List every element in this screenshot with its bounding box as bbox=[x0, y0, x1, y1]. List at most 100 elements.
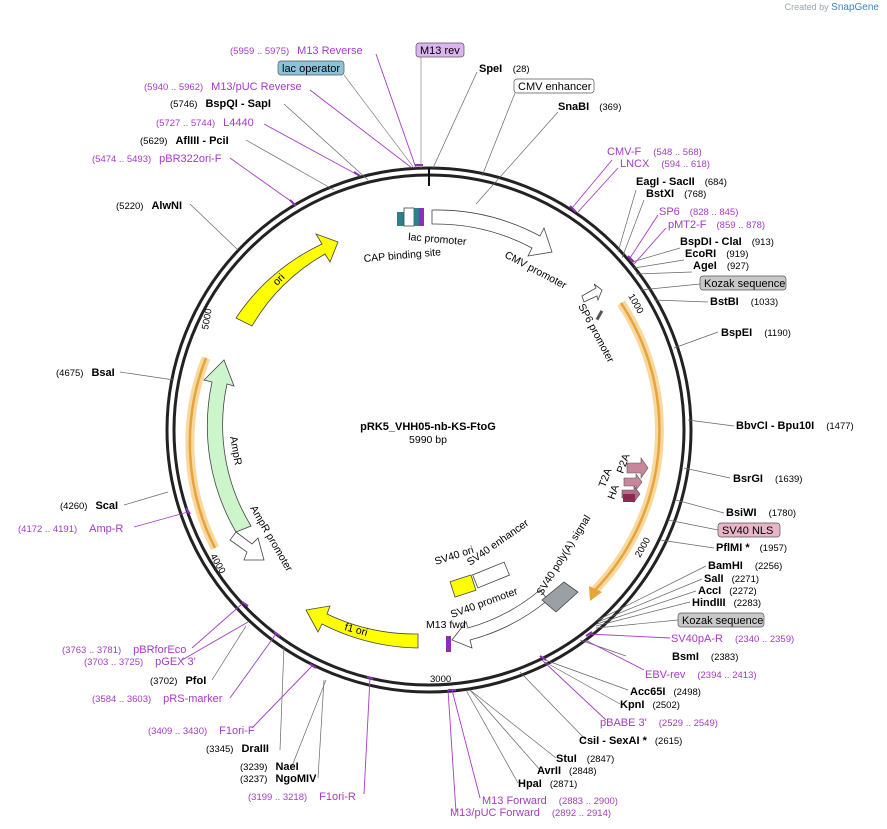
site-bbvci-suffix: - Bpu10I bbox=[768, 420, 814, 432]
primer-amp-r-name: Amp-R bbox=[89, 523, 123, 535]
primer-f1ori-r-name: F1ori-R bbox=[319, 791, 356, 803]
plasmid-name: pRK5_VHH05-nb-KS-FtoG bbox=[360, 421, 496, 433]
site-eagi-name: EagI bbox=[636, 176, 659, 188]
svg-text:SnaBI(369): SnaBI(369) bbox=[558, 101, 621, 113]
primer-m13puc-reverse-name: M13/pUC Reverse bbox=[211, 81, 301, 93]
site-agei-pos: (927) bbox=[727, 261, 749, 272]
site-bspdi-name: BspDI bbox=[680, 236, 712, 248]
svg-text:(3237)NgoMIV: (3237)NgoMIV bbox=[240, 773, 317, 785]
primer-sp6-name: SP6 bbox=[659, 206, 680, 218]
site-drai-pos: (3345) bbox=[206, 744, 233, 755]
f1-ori-label: f1 ori bbox=[343, 621, 369, 639]
svg-text:(5940 .. 5962)M13/pUC Reverse: (5940 .. 5962)M13/pUC Reverse bbox=[144, 81, 302, 93]
t2a-feature bbox=[626, 457, 649, 479]
tick-5000: 5000 bbox=[200, 308, 215, 331]
svg-text:BsiWI(1780): BsiWI(1780) bbox=[726, 507, 796, 519]
primer-f1ori-f-pos: (3409 .. 3430) bbox=[148, 726, 207, 737]
svg-text:HindIII(2283): HindIII(2283) bbox=[692, 597, 761, 609]
site-bamhi-pos: (2256) bbox=[755, 561, 782, 572]
svg-text:SalI(2271): SalI(2271) bbox=[704, 573, 759, 585]
primer-l4440-name: L4440 bbox=[223, 117, 254, 129]
primer-pmt2-name: pMT2-F bbox=[668, 219, 707, 231]
site-pfoi-name: PfoI bbox=[185, 675, 206, 687]
sp6-promoter-label: SP6 promoter bbox=[575, 302, 616, 365]
svg-text:StuI(2847): StuI(2847) bbox=[556, 753, 614, 765]
site-hpai-name: HpaI bbox=[518, 778, 542, 790]
site-bstbi-pos: (1033) bbox=[751, 297, 778, 308]
svg-text:(3199 .. 3218)F1ori-R: (3199 .. 3218) F1ori-R bbox=[248, 791, 356, 803]
site-pflmi-pos: (1957) bbox=[760, 543, 787, 554]
sv40-ori-feature bbox=[449, 574, 477, 598]
primer-pbr322ori-name: pBR322ori-F bbox=[159, 153, 222, 165]
primer-cmv-f-name: CMV-F bbox=[607, 146, 642, 158]
primer-pgex3-pos: (3703 .. 3725) bbox=[84, 657, 143, 668]
svg-text:BbvCI - Bpu10I(1477): BbvCI - Bpu10I(1477) bbox=[736, 420, 854, 432]
site-aflii-suffix: - PciI bbox=[199, 135, 228, 147]
site-bsiwi-pos: (1780) bbox=[769, 508, 796, 519]
primer-m13-reverse-name: M13 Reverse bbox=[297, 45, 362, 57]
svg-text:(3763 .. 3781)pBRforEco: (3763 .. 3781)pBRforEco bbox=[62, 644, 186, 656]
ori-feature bbox=[235, 233, 339, 327]
site-avrii-name: AvrII bbox=[537, 765, 561, 777]
svg-text:(3703 .. 3725)pGEX 3': (3703 .. 3725)pGEX 3' bbox=[84, 656, 196, 668]
site-acc65i-name: Acc65I bbox=[630, 686, 665, 698]
primer-ebv-rev-pos: (2394 .. 2413) bbox=[697, 670, 756, 681]
svg-text:KpnI(2502): KpnI(2502) bbox=[620, 699, 680, 711]
m13-fwd-feature bbox=[446, 636, 451, 652]
site-csii-name: CsiI bbox=[579, 735, 599, 747]
primer-ebv-rev-name: EBV-rev bbox=[645, 669, 686, 681]
branding-created-by: Created by bbox=[784, 2, 829, 12]
site-aflii-name: AflIII bbox=[175, 135, 199, 147]
badge-kozak-2-text: Kozak sequence bbox=[682, 615, 763, 627]
primer-pmt2-pos: (859 .. 878) bbox=[717, 220, 766, 231]
primer-ticks bbox=[185, 164, 635, 691]
ampr-promoter-feature bbox=[229, 531, 265, 561]
svg-text:(3584 .. 3603)pRS-marker: (3584 .. 3603)pRS-marker bbox=[92, 693, 223, 705]
svg-text:BstXI(768): BstXI(768) bbox=[646, 188, 706, 200]
site-stui-pos: (2847) bbox=[587, 754, 614, 765]
primer-sv40pa-r-name: SV40pA-R bbox=[671, 633, 723, 645]
badge-m13-rev bbox=[415, 42, 465, 58]
svg-text:PflMI *(1957): PflMI *(1957) bbox=[716, 542, 787, 554]
site-spei-name: SpeI bbox=[479, 63, 502, 75]
site-bbvci-name: BbvCI bbox=[736, 420, 768, 432]
primer-l4440-pos: (5727 .. 5744) bbox=[156, 118, 215, 129]
site-naei-pos: (3239) bbox=[240, 762, 267, 773]
site-agei-name: AgeI bbox=[693, 260, 717, 272]
primer-prs-marker-pos: (3584 .. 3603) bbox=[92, 694, 151, 705]
primer-sp6-pos: (828 .. 845) bbox=[690, 207, 739, 218]
svg-text:(5629)AflIII - PciI: (5629) AflIII - PciI bbox=[140, 135, 229, 147]
sp6-promoter-feature bbox=[581, 283, 603, 303]
primer-m13puc-forward-pos: (2892 .. 2914) bbox=[552, 808, 611, 819]
svg-text:(5727 .. 5744)L4440: (5727 .. 5744) L4440 bbox=[156, 117, 254, 129]
primer-pbabe3-pos: (2529 .. 2549) bbox=[659, 718, 718, 729]
site-acc65i-pos: (2498) bbox=[673, 687, 700, 698]
site-sali-name: SalI bbox=[704, 573, 724, 585]
primer-cmv-f-pos: (548 .. 568) bbox=[653, 147, 702, 158]
svg-text:(3239)NaeI: (3239)NaeI bbox=[240, 761, 299, 773]
primer-pbrforeco-pos: (3763 .. 3781) bbox=[62, 645, 121, 656]
primer-m13-reverse-pos: (5959 .. 5975) bbox=[230, 46, 289, 57]
orf-arrowhead-right bbox=[589, 586, 602, 601]
primer-f1ori-f-name: F1ori-F bbox=[219, 725, 255, 737]
plasmid-length: 5990 bp bbox=[409, 434, 447, 446]
svg-text:(5474 .. 5493)pBR322ori-F: (5474 .. 5493)pBR322ori-F bbox=[92, 153, 222, 165]
site-pfoi-pos: (3702) bbox=[150, 676, 177, 687]
sv40-enhancer-feature bbox=[472, 561, 510, 589]
ha-label: HA bbox=[606, 483, 622, 501]
site-bsmi-name: BsmI bbox=[672, 651, 699, 663]
site-bspqi-pos: (5746) bbox=[170, 99, 197, 110]
sv40-promoter-feature bbox=[451, 589, 549, 649]
svg-text:pBABE 3'(2529 .. 2549): pBABE 3'(2529 .. 2549) bbox=[600, 717, 718, 729]
site-aflii-pos: (5629) bbox=[140, 136, 167, 147]
orf-arc-right bbox=[594, 302, 661, 591]
primer-f1ori-r-pos: (3199 .. 3218) bbox=[248, 792, 307, 803]
cmv-promoter-feature bbox=[431, 209, 553, 257]
m13-fwd-label: M13 fwd bbox=[426, 619, 466, 631]
site-bsmi-pos: (2383) bbox=[711, 652, 738, 663]
site-bstxi-pos: (768) bbox=[684, 189, 706, 200]
svg-text:(3702)PfoI: (3702) PfoI bbox=[150, 675, 206, 687]
site-drai-name: DraIII bbox=[241, 743, 269, 755]
primer-amp-r-pos: (4172 .. 4191) bbox=[18, 524, 77, 535]
cap-site-label: CAP binding site bbox=[363, 246, 441, 265]
